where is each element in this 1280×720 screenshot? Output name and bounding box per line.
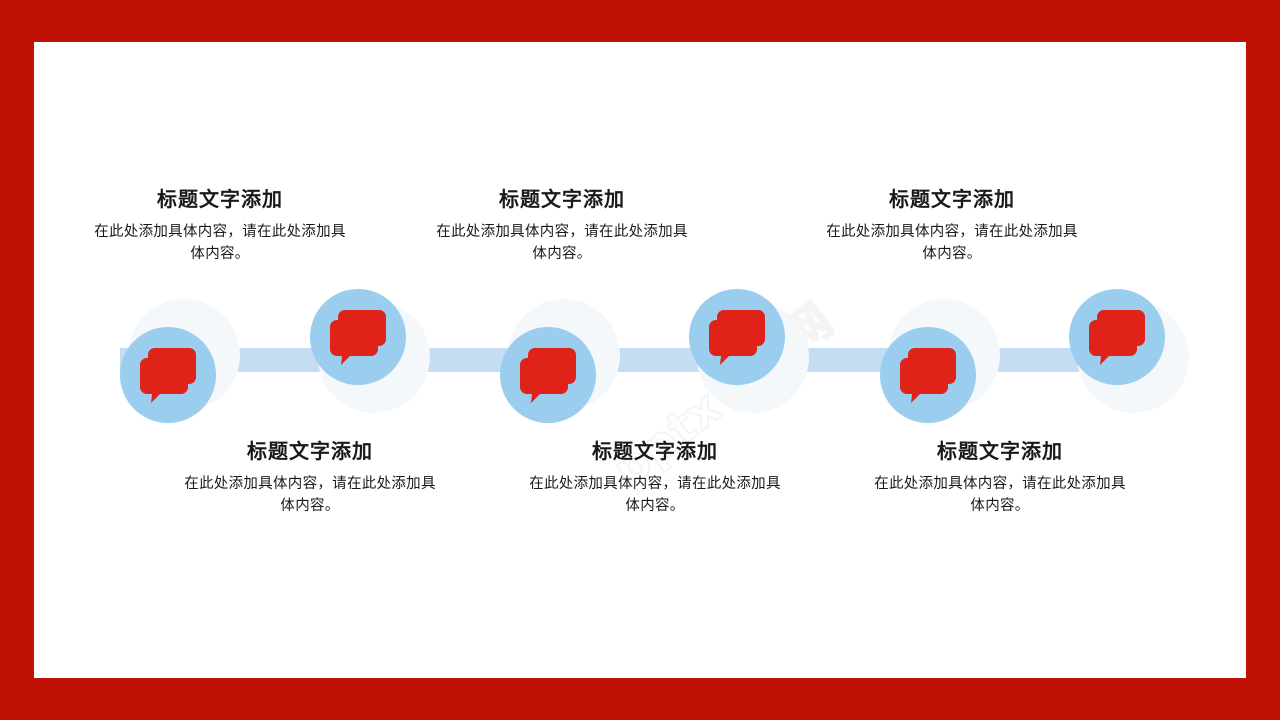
speech-bubbles-icon	[138, 346, 198, 404]
speech-bubbles-icon	[518, 346, 578, 404]
speech-bubbles-icon	[1087, 308, 1147, 366]
text-block-body: 在此处添加具体内容，请在此处添加具体内容。	[874, 476, 1126, 515]
text-block-bottom-2[interactable]: 标题文字添加 在此处添加具体内容，请在此处添加具体内容。	[525, 440, 785, 518]
text-block-body: 在此处添加具体内容，请在此处添加具体内容。	[529, 476, 781, 515]
text-block-title: 标题文字添加	[499, 189, 625, 211]
speech-bubbles-icon	[898, 346, 958, 404]
text-block-body: 在此处添加具体内容，请在此处添加具体内容。	[184, 476, 436, 515]
text-block-bottom-3[interactable]: 标题文字添加 在此处添加具体内容，请在此处添加具体内容。	[870, 440, 1130, 518]
text-block-title: 标题文字添加	[937, 441, 1063, 463]
text-block-title: 标题文字添加	[889, 189, 1015, 211]
speech-bubbles-icon	[707, 308, 767, 366]
text-block-body: 在此处添加具体内容，请在此处添加具体内容。	[436, 224, 688, 263]
text-block-top-1[interactable]: 标题文字添加 在此处添加具体内容，请在此处添加具体内容。	[90, 188, 350, 266]
text-block-top-2[interactable]: 标题文字添加 在此处添加具体内容，请在此处添加具体内容。	[432, 188, 692, 266]
slide-content-panel: pptx下载网	[34, 42, 1246, 678]
text-block-title: 标题文字添加	[592, 441, 718, 463]
text-block-bottom-1[interactable]: 标题文字添加 在此处添加具体内容，请在此处添加具体内容。	[180, 440, 440, 518]
text-block-title: 标题文字添加	[247, 441, 373, 463]
text-block-top-3[interactable]: 标题文字添加 在此处添加具体内容，请在此处添加具体内容。	[822, 188, 1082, 266]
speech-bubbles-icon	[328, 308, 388, 366]
text-block-body: 在此处添加具体内容，请在此处添加具体内容。	[826, 224, 1078, 263]
text-block-title: 标题文字添加	[157, 189, 283, 211]
text-block-body: 在此处添加具体内容，请在此处添加具体内容。	[94, 224, 346, 263]
